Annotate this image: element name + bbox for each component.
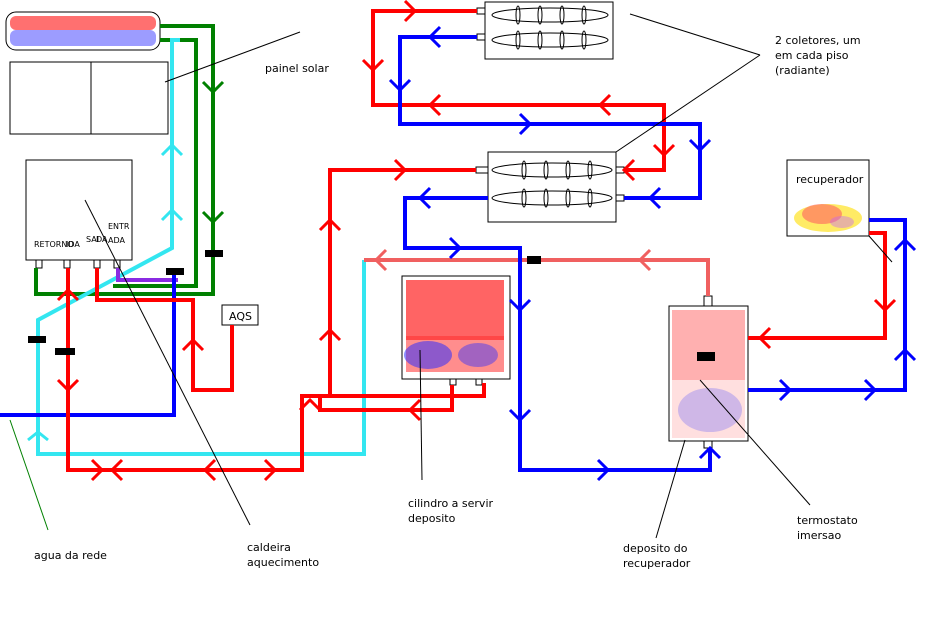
boiler-in-label-1: ENTR	[108, 222, 130, 231]
cylinder-label-line1: cilindro a servir	[408, 497, 494, 510]
collector-upper-return-pipe	[398, 35, 702, 200]
collector-upper-flow-pipe	[371, 9, 666, 172]
collectors-label-line1: 2 coletores, um	[775, 34, 861, 47]
solar-panel-fill	[10, 16, 156, 46]
boiler-label-line2: aquecimento	[247, 556, 320, 569]
boiler-out-label-1: SAI	[86, 235, 100, 244]
thermostat-label-line2: imersao	[797, 529, 842, 542]
collector-lower-return-pipe	[403, 196, 712, 472]
boiler-return-label: RETORNO	[34, 240, 74, 249]
collector-lower	[475, 151, 625, 223]
thermostat-sensor	[697, 352, 715, 361]
boiler-flow-label: IDA	[66, 240, 80, 249]
recup-tank-label-line2: recuperador	[623, 557, 691, 570]
flow-arrows	[27, 0, 917, 482]
leader-lines	[9, 13, 811, 539]
recuperator-flow-pipe	[748, 231, 887, 340]
thermostat-label-line1: termostato	[797, 514, 858, 527]
tank-return-pipe	[364, 258, 710, 296]
cylinder-tank	[401, 275, 511, 386]
aqs-label: AQS	[229, 310, 252, 323]
collector-upper	[476, 1, 614, 60]
recuperator-label: recuperador	[796, 173, 864, 186]
solar-panel-label: painel solar	[265, 62, 329, 75]
heating-flow-pipe-2	[95, 268, 234, 392]
collectors-label-line3: (radiante)	[775, 64, 830, 77]
cylinder-label-line2: deposito	[408, 512, 456, 525]
boiler-in-label-2: ADA	[108, 236, 125, 245]
aqs-outlet	[221, 304, 259, 326]
boiler	[25, 159, 133, 269]
recuperator	[786, 159, 870, 237]
solar-pipe	[34, 24, 215, 296]
cylinder-return-pipe	[318, 385, 454, 412]
recup-tank-label-line1: deposito do	[623, 542, 688, 555]
boiler-link-pipe	[116, 268, 178, 282]
boiler-label-line1: caldeira	[247, 541, 291, 554]
recuperator-return-pipe	[748, 218, 907, 392]
recuperator-tank	[668, 295, 749, 449]
heating-flow-pipe	[66, 268, 486, 472]
cold-water-pipe	[36, 38, 366, 456]
mains-water-label: agua da rede	[34, 549, 107, 562]
collectors-label-line2: em cada piso	[775, 49, 849, 62]
boiler-out-label-2: DA	[96, 235, 108, 244]
valves	[28, 250, 541, 355]
solar-panel	[5, 11, 169, 135]
mains-water-pipe	[0, 270, 176, 417]
